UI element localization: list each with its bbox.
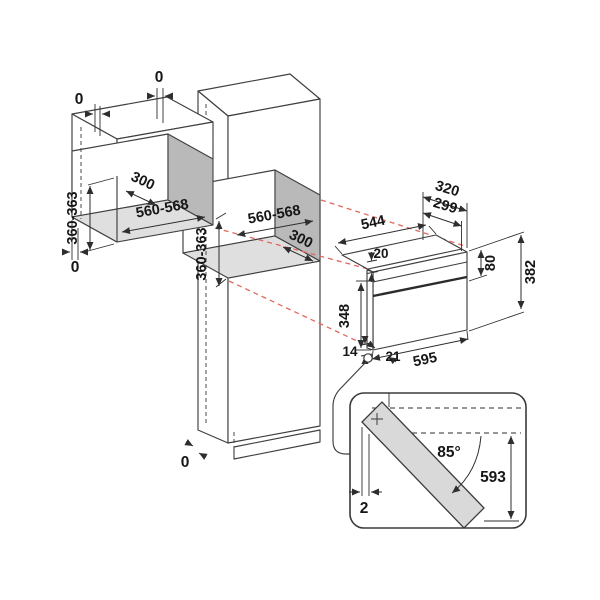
oven-body-height-label: 348 — [337, 304, 353, 328]
ext-wall-nh-top — [87, 177, 115, 186]
wall-top-gap-label: 0 — [75, 91, 84, 108]
ext-20-bot — [366, 271, 379, 274]
detail-door-length-label: 593 — [480, 469, 506, 486]
door-detail-inset: 85° 593 2 — [349, 392, 527, 529]
oven-frame-inner-line — [372, 261, 468, 283]
oven-door-top-line — [372, 275, 468, 298]
oven-frame-lip-label: 20 — [373, 246, 388, 261]
unit-gap-label: 0 — [155, 69, 164, 86]
ext-382-bot — [468, 311, 525, 332]
oven-bottom-lip-label: 14 — [342, 344, 358, 359]
ext-20-top — [366, 259, 378, 263]
oven-frame-left-strip — [366, 269, 374, 351]
detail-clearance-label: 2 — [360, 500, 369, 517]
detail-angle-label: 85° — [437, 444, 460, 461]
oven-top-depth-label: 320 — [433, 178, 461, 200]
wall-niche-right-wall — [167, 133, 214, 226]
ext-wall-nh-bot — [87, 243, 115, 252]
ext-80-382-top — [468, 231, 525, 252]
oven-total-width-label: 595 — [412, 350, 439, 371]
detail-angle-arc — [451, 435, 482, 494]
arr-plinth-r — [198, 452, 208, 461]
oven-body-depth-label: 299 — [431, 195, 459, 217]
callout-leader — [332, 361, 367, 455]
dim-544 — [337, 223, 427, 245]
ext-80-bot — [468, 274, 488, 282]
oven-frame-overhang-label: 21 — [385, 349, 401, 364]
ext-544-right — [428, 225, 437, 235]
dim-wall-nd — [125, 190, 157, 206]
plinth-gap-label: 0 — [181, 454, 190, 471]
oven-body-width-label: 544 — [360, 213, 387, 234]
dim-col-nd — [282, 246, 314, 262]
oven-total-height-label: 382 — [523, 260, 539, 284]
oven-panel-height-label: 80 — [483, 255, 499, 271]
dim-299 — [422, 212, 462, 227]
ext-544-left — [334, 245, 343, 255]
oven-frame-joint-line — [367, 248, 463, 270]
callout-anchor — [363, 353, 373, 363]
dim-col-nw — [236, 219, 314, 237]
detail-door-panel — [361, 401, 485, 529]
wall-niche-height-label: 360-363 — [65, 191, 81, 244]
wall-bottom-gap-label: 0 — [71, 259, 80, 276]
dim-595 — [371, 337, 469, 361]
dim-320 — [422, 196, 468, 212]
dim-wall-nw — [121, 214, 206, 235]
tall-niche-height-label: 360-363 — [194, 227, 210, 280]
oven-dimensions: 544 320 299 20 80 382 348 14 — [334, 178, 539, 371]
ext-col-nh-top — [215, 212, 227, 220]
hinge-cross-icon — [371, 413, 383, 425]
arr-plinth-l — [184, 438, 194, 447]
oven — [341, 234, 468, 351]
projection-line-upper — [320, 199, 466, 247]
